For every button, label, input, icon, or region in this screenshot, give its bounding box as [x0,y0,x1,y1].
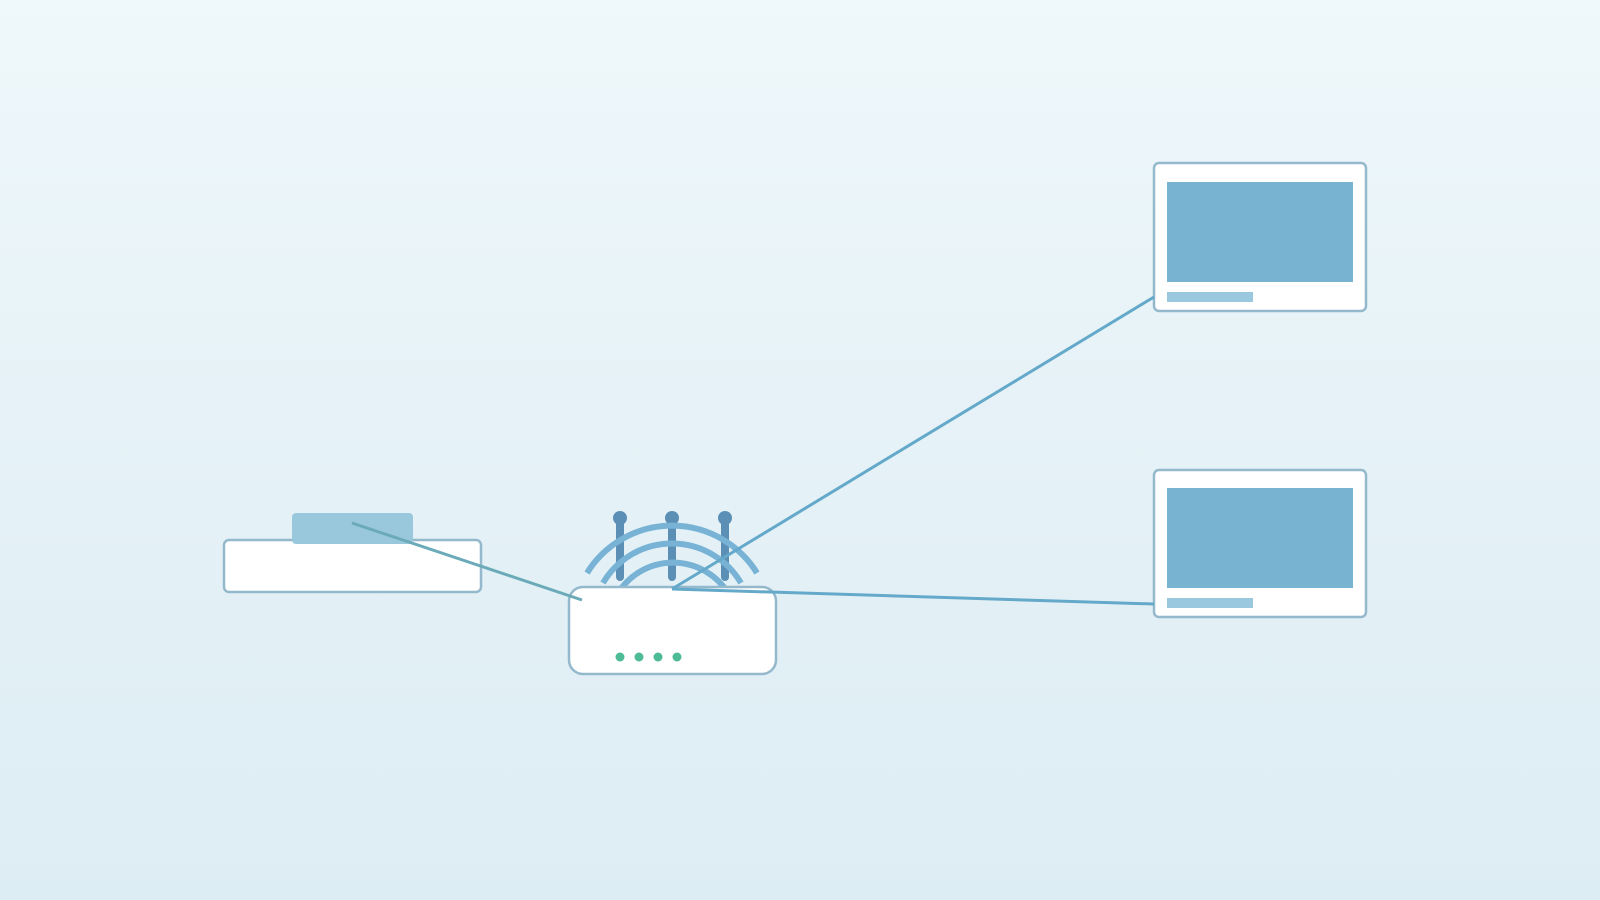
wifi-router-icon [567,511,778,676]
monitor-icon [1152,468,1368,619]
status-led [653,652,663,662]
signal-arc-middle [600,540,744,585]
status-led [672,652,682,662]
link-router-device-bottom [671,587,1155,606]
status-led [634,652,644,662]
signal-arc-inner [615,559,731,595]
modem-icon [222,513,483,594]
antenna-right-tip [718,511,732,525]
wifi-signal-icon [584,522,760,595]
antenna-center-tip [665,511,679,525]
status-led-icons [615,652,682,662]
modem-body [222,538,483,594]
link-modem-router [351,521,583,602]
monitor-top-screen [1167,182,1353,282]
monitor-bottom-bar [1167,598,1253,608]
monitor-bottom-screen [1167,488,1353,588]
router-body [567,585,778,676]
antenna-left-tip [613,511,627,525]
connections [351,295,1155,606]
monitor-top-bar [1167,292,1253,302]
status-led [615,652,625,662]
modem-top-unit [292,513,413,544]
link-router-device-top [671,295,1155,591]
monitor-icon [1152,161,1368,313]
signal-arc-outer [584,522,760,575]
